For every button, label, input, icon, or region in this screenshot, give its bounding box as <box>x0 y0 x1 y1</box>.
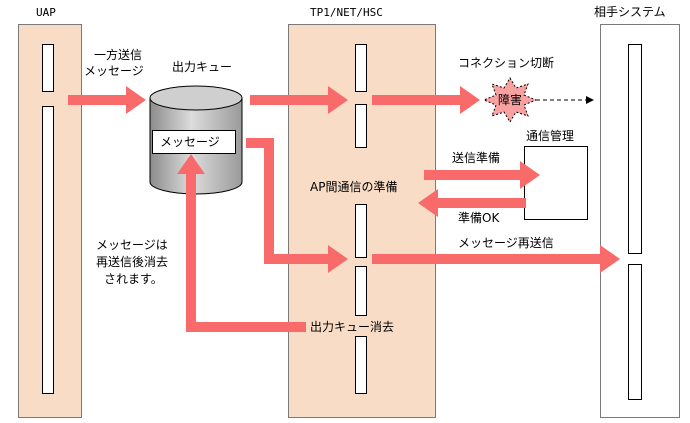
tp1-bar-1 <box>355 44 367 92</box>
tp1-bar-3 <box>355 204 367 258</box>
resend-note-line-3: されます。 <box>104 272 163 286</box>
queue-to-resend-arrow <box>246 138 348 273</box>
oneway-send-arrow <box>68 86 146 114</box>
failure-label: 障害 <box>498 93 523 107</box>
tp1-bar-2 <box>355 104 367 148</box>
oneway-message-label-1: 一方送信 <box>94 48 143 62</box>
comm-management-box <box>524 146 588 220</box>
queue-to-tp1-arrow <box>250 86 348 114</box>
queue-delete-label: 出力キュー消去 <box>310 320 395 334</box>
partner-bar-2 <box>628 264 642 400</box>
message-resend-label: メッセージ再送信 <box>458 236 554 250</box>
tp1-to-failure-arrow <box>372 86 480 114</box>
queue-delete-arrow <box>177 154 306 332</box>
uap-bar-1 <box>42 44 54 92</box>
send-ready-arrow <box>424 161 540 189</box>
resend-note-line-1: メッセージは <box>96 238 168 252</box>
ap-comm-prep-label: AP間通信の準備 <box>310 180 398 194</box>
uap-bar-2 <box>42 106 54 394</box>
ready-ok-label: 準備OK <box>458 211 500 225</box>
connection-cut-dashed-arrow <box>536 96 594 104</box>
connection-cut-label: コネクション切断 <box>458 56 555 70</box>
oneway-message-label-2: メッセージ <box>84 64 144 78</box>
tp1-title: TP1/NET/HSC <box>310 6 383 19</box>
failure-burst <box>482 77 538 123</box>
queue-message-text: メッセージ <box>160 135 220 149</box>
message-resend-arrow <box>372 245 620 273</box>
partner-bar-1 <box>628 44 642 254</box>
queue-message-box <box>152 130 236 154</box>
resend-note-line-2: 再送信後消去 <box>96 255 169 269</box>
tp1-bar-5 <box>355 336 367 394</box>
tp1-bar-4 <box>355 266 367 316</box>
uap-title: UAP <box>36 6 56 19</box>
output-queue-label: 出力キュー <box>172 60 233 74</box>
ready-ok-arrow <box>418 189 526 217</box>
comm-management-label: 通信管理 <box>526 129 575 143</box>
partner-title: 相手システム <box>594 5 666 19</box>
send-ready-label: 送信準備 <box>452 151 501 165</box>
